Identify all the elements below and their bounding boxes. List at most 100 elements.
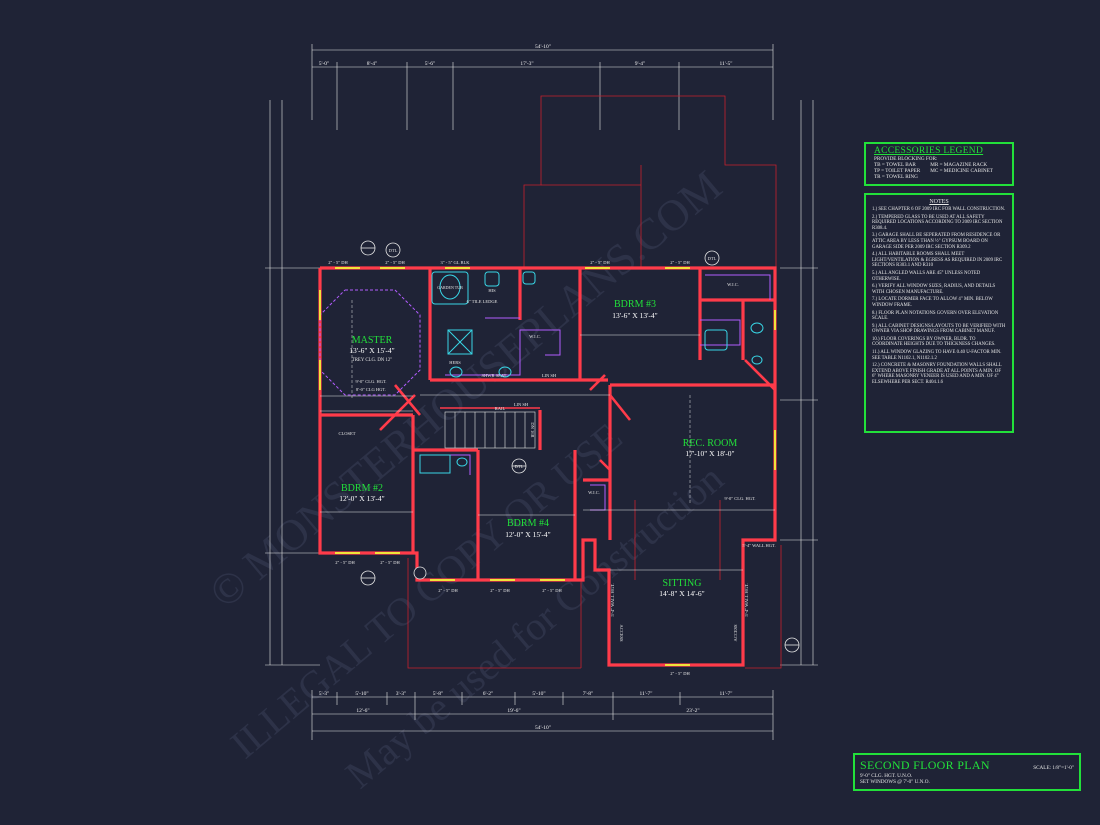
- window-label-3: 3" - 5" GL BLK: [440, 260, 470, 265]
- ceiling-height-label-2: 8'-0" CLG HGT.: [356, 387, 386, 392]
- room-name-master: MASTER: [352, 335, 393, 346]
- window-label-2: 2" - 5" DH: [385, 260, 405, 265]
- windows: [319, 267, 776, 666]
- elevation-marker-4: [784, 637, 800, 653]
- note-item: 5.) ALL ANGLED WALLS ARE 45° UNLESS NOTE…: [872, 270, 981, 282]
- notes-box: NOTES 1.) SEE CHAPTER 6 OF 2009 IRC FOR …: [864, 193, 1014, 433]
- dim-top-seg-4: 17'-3": [520, 61, 533, 67]
- dim-bot-8: 11'-7": [639, 691, 652, 697]
- angled-walls: [379, 359, 776, 471]
- dim-bot-3: 3'-3": [396, 691, 407, 697]
- room-name-rec-room: REC. ROOM: [683, 438, 738, 449]
- legend-item: TB = TOWEL BAR: [874, 162, 916, 168]
- window-label-10: 2" - 5" DH: [542, 588, 562, 593]
- note-item: 12.) CONCRETE & MASONRY FOUNDATION WALLS…: [872, 363, 1002, 386]
- title-note-1: 9'-0" CLG. HGT. U.N.O.: [860, 773, 913, 779]
- marker-labels: DTL DTL DTL: [389, 248, 717, 469]
- plumbing-fixtures: [419, 271, 764, 474]
- shower-seat-label: SHWR SEAT: [482, 373, 507, 378]
- note-item: 10.) FLOOR COVERINGS BY OWNER, BLDR. TO …: [872, 336, 996, 348]
- dtl-label-2: DTL: [708, 256, 717, 261]
- room-labels: MASTER 13'-6" X 15'-4" TREY CLG. DN 12" …: [339, 299, 737, 598]
- accessories-legend-subtitle: PROVIDE BLOCKING FOR:: [874, 156, 938, 162]
- linen-shelf-label-1: LIN SH: [542, 373, 557, 378]
- access-label-2: ACCESS: [733, 624, 738, 642]
- accessories-legend-right: MR = MAGAZINE RACK MC = MEDICINE CABINET: [930, 162, 993, 180]
- accessories-legend-title: ACCESSORIES LEGEND: [874, 146, 984, 156]
- accessories-legend-left: TB = TOWEL BAR TP = TOILET PAPER TR = TO…: [874, 162, 920, 180]
- window-label-11: 2" - 5" DH: [670, 671, 690, 676]
- ceiling-height-label-3: 9'-0" CLG. HGT.: [724, 496, 755, 501]
- elevation-markers: [360, 240, 800, 653]
- dim-top-seg-6: 11'-5": [719, 61, 732, 67]
- watermark: © MONSTERHOUSEPLANS.COM ILLEGAL TO COPY …: [200, 161, 732, 797]
- dim-bot-2: 5'-10": [355, 691, 368, 697]
- accessories-legend-body: TB = TOWEL BAR TP = TOILET PAPER TR = TO…: [874, 162, 1004, 180]
- dim-bot-overall: 54'-10": [535, 725, 551, 731]
- note-item: 3.) GARAGE SHALL BE SEPERATED FROM RESID…: [872, 233, 1001, 250]
- note-item: 8.) FLOOR PLAN NOTATIONS GOVERN OVER ELE…: [872, 310, 999, 322]
- rail-label: RAIL: [495, 406, 506, 411]
- room-size-rec-room: 17'-10" X 18'-0": [685, 449, 734, 458]
- dim-bot-r2-3: 23'-2": [686, 708, 699, 714]
- wic-label-1: W.I.C.: [529, 334, 541, 339]
- elevation-marker-3: [511, 458, 527, 474]
- hers-label: HERS: [449, 360, 461, 365]
- stair-down-label: DN 16R: [530, 422, 535, 437]
- dim-top-seg-1: 5'-0": [319, 61, 330, 67]
- room-size-bdrm4: 12'-0" X 15'-4": [505, 530, 551, 539]
- legend-item: MC = MEDICINE CABINET: [930, 168, 993, 174]
- dimension-lines: [265, 44, 818, 740]
- wic-label-2: W.I.C.: [727, 282, 739, 287]
- his-label: HIS: [488, 288, 496, 293]
- dim-bot-5: 6'-2": [483, 691, 494, 697]
- interior-dimension-lines: [320, 300, 775, 571]
- dim-bot-6: 5'-10": [532, 691, 545, 697]
- note-item: 11.) ALL WINDOW GLAZING TO HAVE 0.40 U-F…: [872, 350, 1002, 361]
- closet-label: CLOSET: [338, 431, 355, 436]
- wic-label-3: W.I.C.: [588, 490, 600, 495]
- tile-ledge-label: 6" TILE LEDGE: [467, 299, 498, 304]
- title-block: SECOND FLOOR PLAN SCALE: 1/8"=1'-0" 9'-0…: [853, 753, 1081, 791]
- room-size-master: 13'-6" X 15'-4": [349, 346, 395, 355]
- linen-shelf-label-2: LIN SH: [514, 402, 529, 407]
- room-name-bdrm2: BDRM #2: [341, 483, 383, 494]
- window-label-8: 2" - 5" DH: [438, 588, 458, 593]
- note-item: 1.) SEE CHAPTER 6 OF 2009 IRC FOR WALL C…: [872, 207, 1006, 212]
- annotations: 2" - 5" DH 2" - 5" DH 3" - 5" GL BLK 2" …: [328, 260, 775, 676]
- dim-top-seg-2: 8'-4": [367, 61, 378, 67]
- note-item: 2.) TEMPERED GLASS TO BE USED AT ALL SAF…: [872, 214, 1003, 231]
- roof-outline: [407, 95, 782, 669]
- section-marker-2: [704, 250, 720, 266]
- plan-scale: SCALE: 1/8"=1'-0": [1033, 765, 1074, 771]
- dim-top-seg-5: 9'-4": [635, 61, 646, 67]
- dtl-label-3: DTL: [515, 464, 524, 469]
- elevation-marker-2: [360, 570, 376, 586]
- window-label-9: 2" - 5" DH: [490, 588, 510, 593]
- elevation-marker-1: [360, 240, 376, 256]
- notes-title: NOTES: [929, 199, 949, 205]
- room-name-sitting: SITTING: [663, 578, 702, 589]
- note-item: 4.) ALL HABITABLE ROOMS SHALL MEET LIGHT…: [872, 252, 1003, 269]
- access-label-1: ACCESS: [619, 624, 624, 642]
- dim-bot-1: 5'-3": [319, 691, 330, 697]
- note-item: 9.) ALL CABINET DESIGNS/LAYOUTS TO BE VE…: [872, 323, 1006, 335]
- legend-item: MR = MAGAZINE RACK: [930, 162, 988, 168]
- room-size-sitting: 14'-8" X 14'-6": [659, 589, 705, 598]
- sitting-wall-label-1: 5'-4" WALL HGT.: [610, 583, 615, 616]
- window-label-6: 2" - 5" DH: [335, 560, 355, 565]
- dimension-text: 54'-10" 5'-0" 8'-4" 5'-6" 17'-3" 9'-4" 1…: [319, 44, 733, 731]
- room-size-bdrm3: 13'-6" X 13'-4": [612, 311, 658, 320]
- dim-bot-9: 11'-7": [719, 691, 732, 697]
- dim-bot-7: 7'-8": [583, 691, 594, 697]
- section-marker-3: [413, 566, 427, 580]
- room-name-bdrm3: BDRM #3: [614, 299, 656, 310]
- stair-run: [440, 407, 540, 449]
- room-note-master: TREY CLG. DN 12": [352, 358, 392, 363]
- title-note-2: SET WINDOWS @ 7'-0" U.N.O.: [860, 779, 930, 785]
- legend-item: TP = TOILET PAPER: [874, 168, 921, 174]
- dim-bot-r2-2: 19'-6": [507, 708, 520, 714]
- interior-partitions: [319, 274, 771, 511]
- window-label-5: 2" - 5" DH: [670, 260, 690, 265]
